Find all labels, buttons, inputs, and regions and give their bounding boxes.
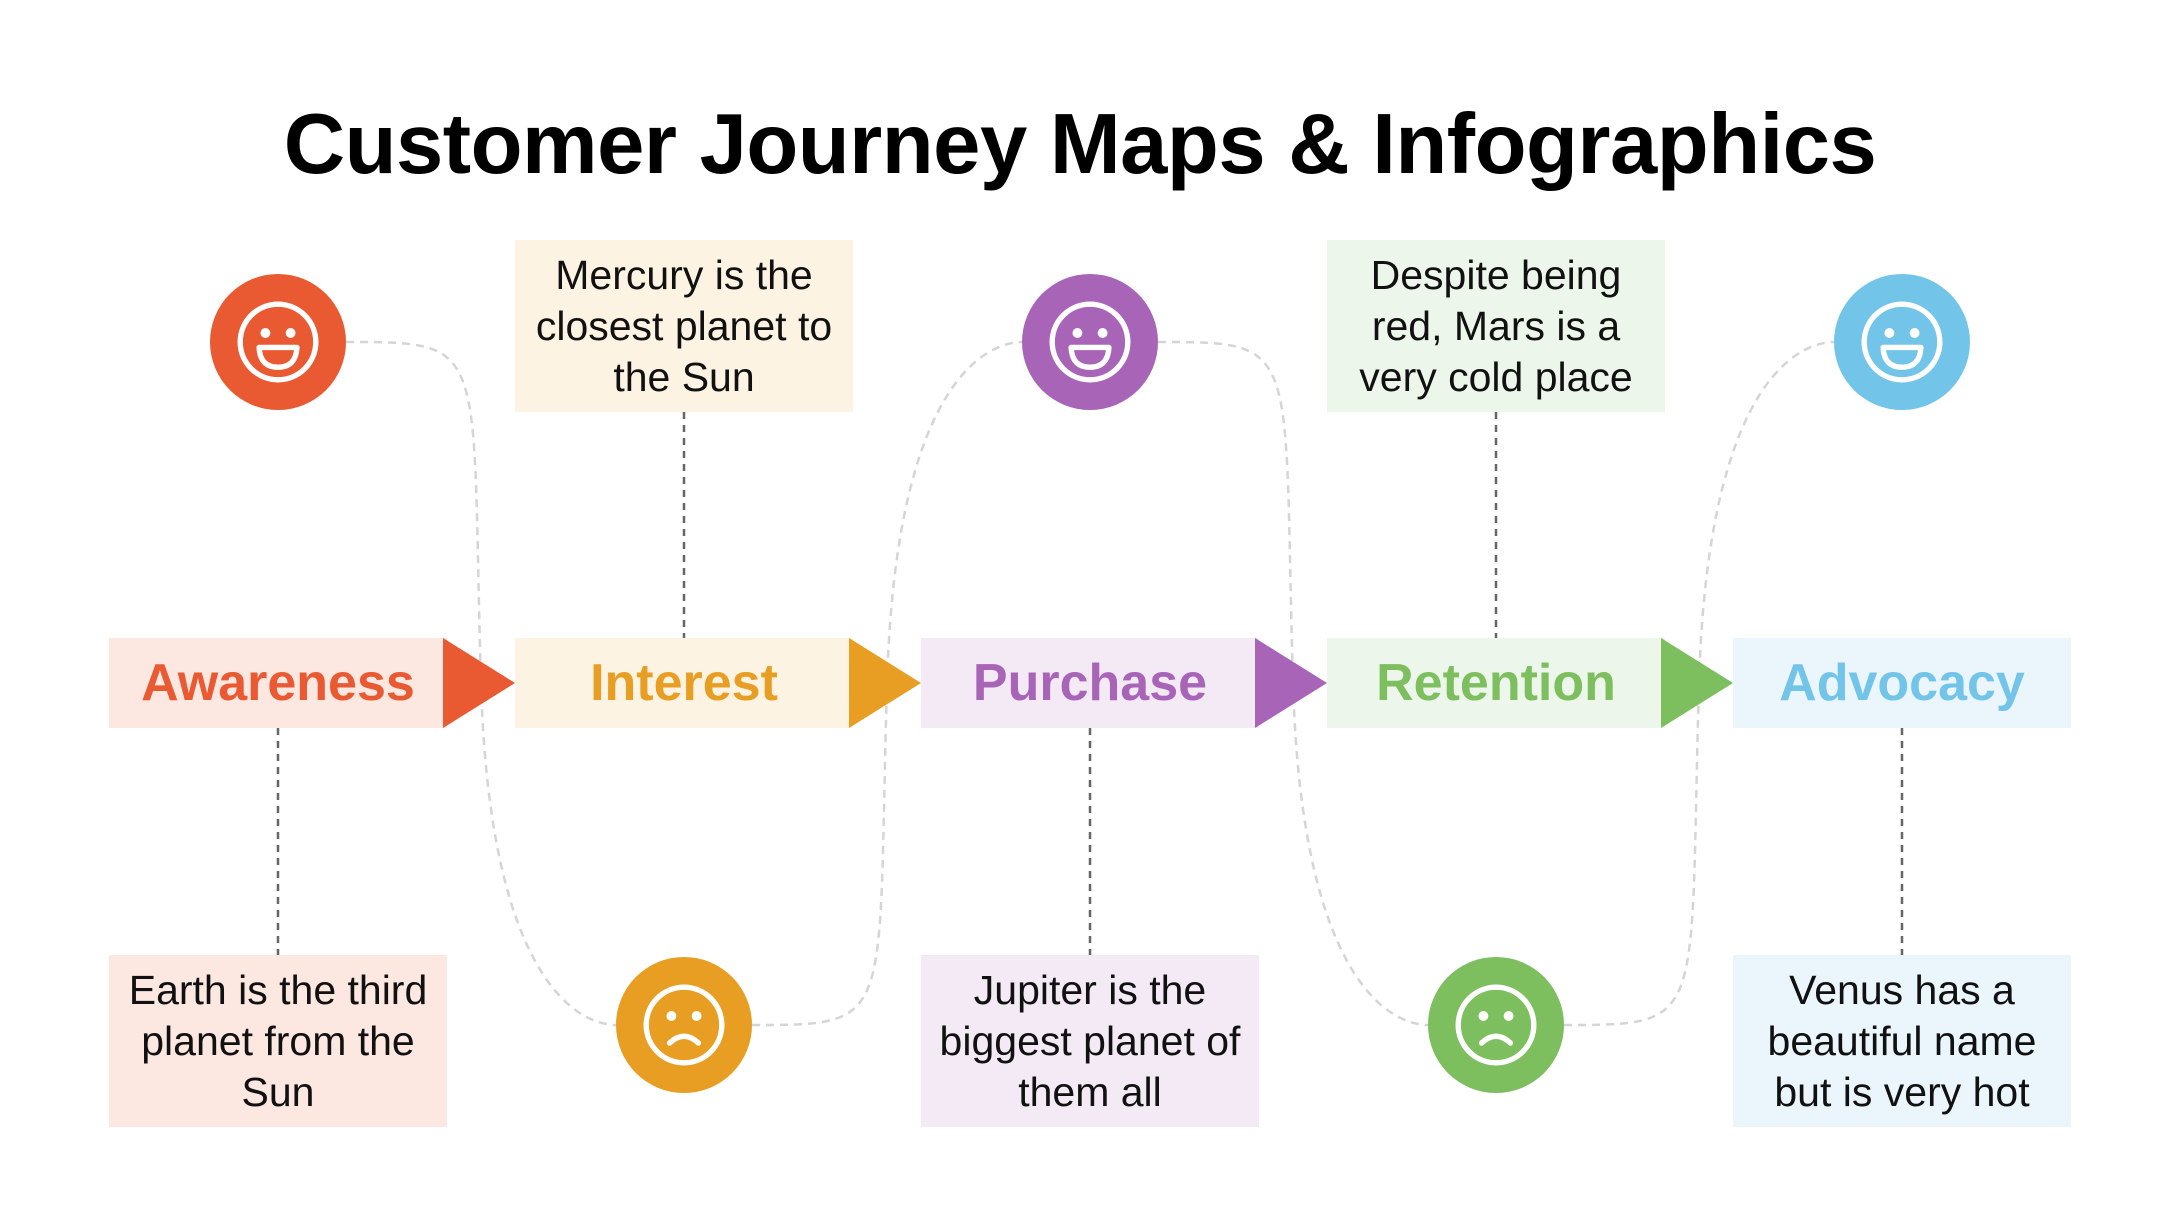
note-purchase: Jupiter is the biggest planet of them al… [921, 955, 1259, 1127]
stage-advocacy: Advocacy [1733, 638, 2071, 728]
stage-arrow-purchase [1255, 638, 1327, 728]
sad-face-icon [616, 957, 752, 1093]
smiley-face-icon [210, 274, 346, 410]
stage-retention: Retention [1327, 638, 1665, 728]
stage-awareness: Awareness [109, 638, 447, 728]
note-advocacy: Venus has a beautiful name but is very h… [1733, 955, 2071, 1127]
note-awareness: Earth is the third planet from the Sun [109, 955, 447, 1127]
note-retention: Despite being red, Mars is a very cold p… [1327, 240, 1665, 412]
stage-interest: Interest [515, 638, 853, 728]
stage-arrow-interest [849, 638, 921, 728]
note-leaders [276, 412, 1904, 955]
stage-arrow-retention [1661, 638, 1733, 728]
smiley-face-icon [1834, 274, 1970, 410]
note-interest: Mercury is the closest planet to the Sun [515, 240, 853, 412]
stage-arrow-awareness [443, 638, 515, 728]
page-title: Customer Journey Maps & Infographics [283, 97, 1877, 192]
smiley-face-icon [1022, 274, 1158, 410]
stage-purchase: Purchase [921, 638, 1259, 728]
sad-face-icon [1428, 957, 1564, 1093]
